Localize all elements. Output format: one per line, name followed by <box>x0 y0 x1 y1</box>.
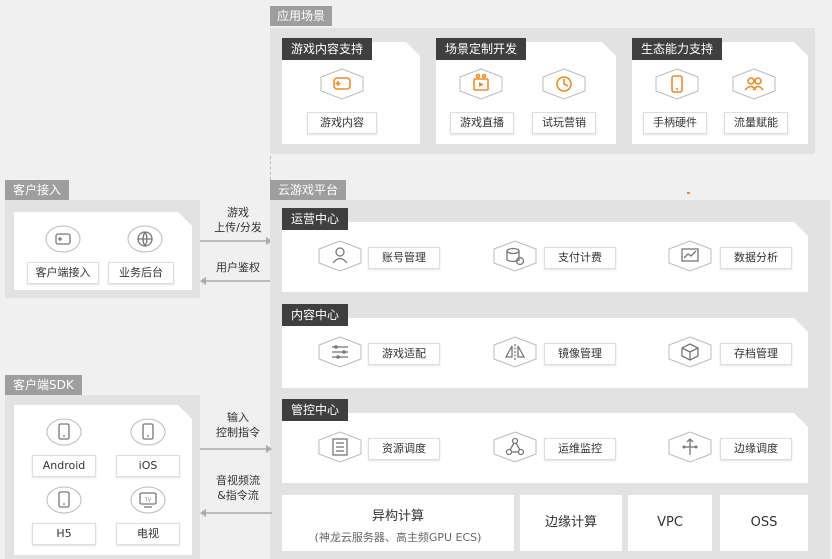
center-title: 管控中心 <box>282 399 349 421</box>
gamepad-icon <box>45 225 81 253</box>
monitor-nodes-icon <box>493 431 537 463</box>
phone-icon <box>655 68 699 100</box>
svg-text:TV: TV <box>145 498 152 504</box>
center-item: 存档管理 <box>720 343 792 365</box>
scene-item-label: 游戏内容 <box>307 112 377 134</box>
client-access-item: 业务后台 <box>108 262 174 284</box>
scene-item-label: 流量赋能 <box>724 112 788 134</box>
ios-device-icon <box>130 418 166 446</box>
edge-compute-box: 边缘计算 <box>520 495 622 551</box>
center-item: 资源调度 <box>368 438 440 460</box>
users-icon <box>732 68 776 100</box>
center-item: 账号管理 <box>368 247 440 269</box>
client-access-title: 客户接入 <box>5 180 70 200</box>
vpc-box: VPC <box>628 495 712 551</box>
center-item: 数据分析 <box>720 247 792 269</box>
archive-box-icon <box>668 336 712 368</box>
center-item: 游戏适配 <box>368 343 440 365</box>
accent-dot <box>687 192 690 194</box>
oss-box: OSS <box>720 495 808 551</box>
scene-item-label: 试玩营销 <box>532 112 596 134</box>
scene-item-label: 游戏直播 <box>450 112 514 134</box>
sdk-item: H5 <box>32 523 96 545</box>
arrow-right-icon <box>200 445 272 453</box>
adapt-sliders-icon <box>318 336 362 368</box>
auth-label: 用户鉴权 <box>216 261 260 274</box>
sdk-item: iOS <box>116 455 180 477</box>
scene-group-title: 生态能力支持 <box>632 38 723 60</box>
platform-title: 云游戏平台 <box>270 180 347 200</box>
stream-label: 音视频流 &指令流 <box>216 474 260 502</box>
scene-item-label: 手柄硬件 <box>643 112 707 134</box>
h5-device-icon <box>46 486 82 514</box>
center-title: 运营中心 <box>282 208 349 230</box>
divider <box>270 156 271 180</box>
sdk-item: Android <box>32 455 96 477</box>
center-item: 边缘调度 <box>720 438 792 460</box>
arrow-left-icon <box>200 509 272 517</box>
tv-icon: TV <box>130 486 166 514</box>
account-icon <box>318 240 362 272</box>
android-device-icon <box>46 418 82 446</box>
center-item: 镜像管理 <box>544 343 616 365</box>
hetero-title: 异构计算 <box>371 509 424 524</box>
scene-group-title: 场景定制开发 <box>436 38 527 60</box>
resource-list-icon <box>318 431 362 463</box>
trial-clock-icon <box>542 68 586 100</box>
scenes-title: 应用场景 <box>270 6 333 26</box>
gamepad-icon <box>320 68 364 100</box>
analytics-icon <box>668 240 712 272</box>
center-title: 内容中心 <box>282 304 349 326</box>
arrow-left-icon <box>200 277 272 285</box>
client-access-item: 客户端接入 <box>27 262 99 284</box>
hetero-subtitle: (神龙云服务器、高主频GPU ECS) <box>314 531 482 544</box>
edge-dispatch-icon <box>668 431 712 463</box>
center-item: 支付计费 <box>544 247 616 269</box>
network-icon <box>127 225 163 253</box>
input-label: 输入 控制指令 <box>216 411 260 439</box>
arrow-right-icon <box>200 237 272 245</box>
upload-label: 游戏 上传/分发 <box>214 206 262 234</box>
sdk-title: 客户端SDK <box>5 375 82 395</box>
billing-db-icon <box>493 240 537 272</box>
live-stream-icon <box>459 68 503 100</box>
center-item: 运维监控 <box>544 438 616 460</box>
scene-group-title: 游戏内容支持 <box>282 38 373 60</box>
hetero-compute-box: 异构计算 (神龙云服务器、高主频GPU ECS) <box>282 495 514 551</box>
sdk-item: 电视 <box>116 523 180 545</box>
mirror-icon <box>493 336 537 368</box>
